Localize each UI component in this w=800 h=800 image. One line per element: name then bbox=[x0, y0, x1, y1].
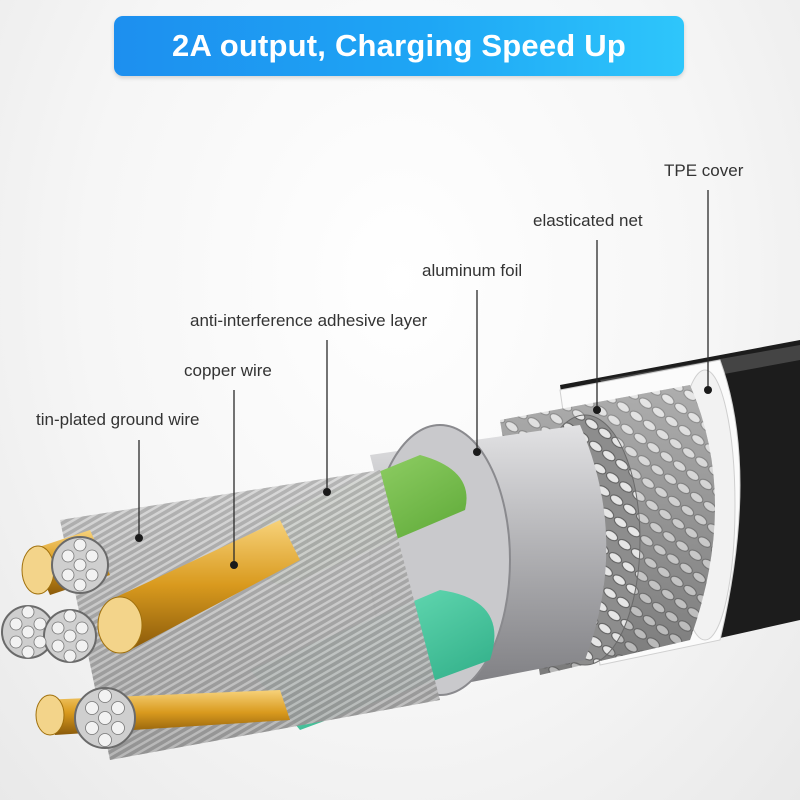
strand-ends bbox=[1, 536, 136, 749]
title-banner: 2A output, Charging Speed Up bbox=[114, 16, 684, 76]
leader-lines bbox=[138, 190, 709, 565]
label-elasticated-net: elasticated net bbox=[533, 211, 643, 230]
label-adhesive-layer: anti-interference adhesive layer bbox=[190, 311, 428, 330]
label-ground-wire: tin-plated ground wire bbox=[36, 410, 200, 429]
label-copper-wire: copper wire bbox=[184, 361, 272, 380]
label-tpe-cover: TPE cover bbox=[664, 161, 744, 180]
leader-dots bbox=[135, 386, 712, 569]
label-aluminum-foil: aluminum foil bbox=[422, 261, 523, 280]
banner-title: 2A output, Charging Speed Up bbox=[172, 28, 626, 63]
ground-wire-bundles bbox=[60, 470, 440, 760]
